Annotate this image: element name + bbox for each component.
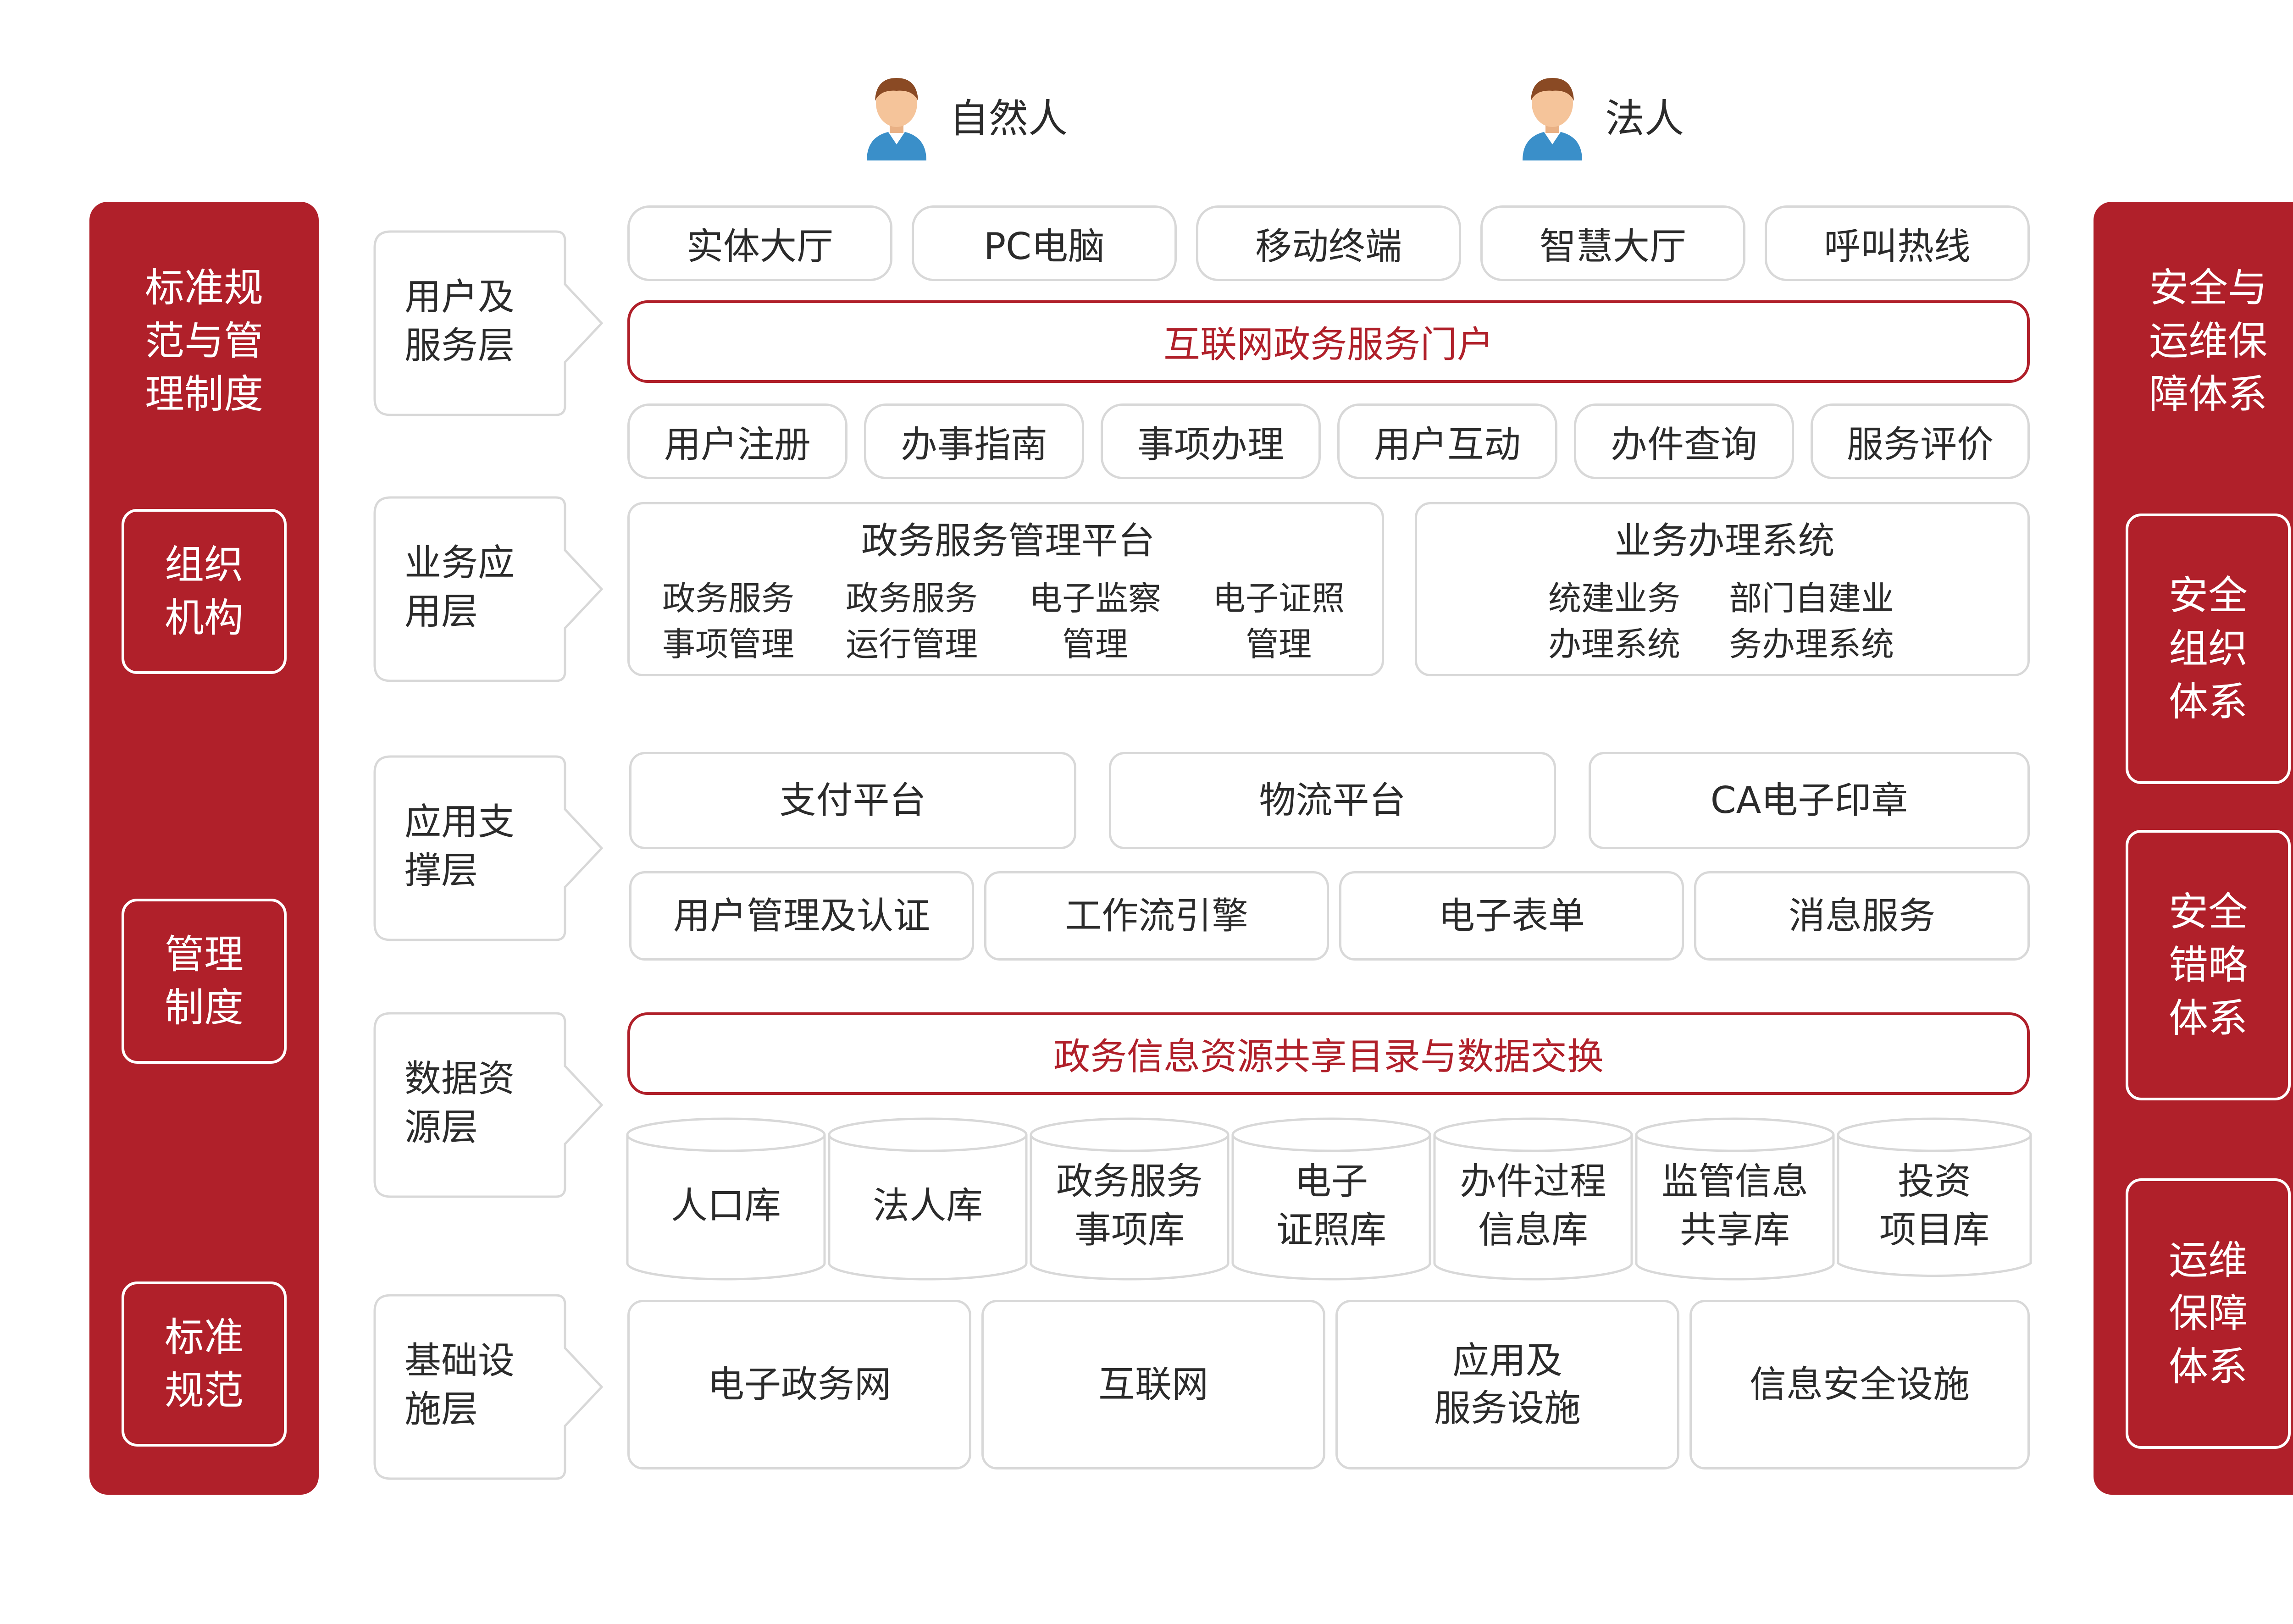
database-label: 电子 证照库 bbox=[1276, 1160, 1386, 1251]
channel-box: 移动终端 bbox=[1196, 205, 1461, 281]
support-box: 消息服务 bbox=[1694, 871, 2030, 961]
business-handling-system: 业务办理系统 统建业务 办理系统 部门自建业 务办理系统 bbox=[1415, 502, 2030, 676]
function-box: 办件查询 bbox=[1574, 403, 1794, 479]
system-item: 部门自建业 务办理系统 bbox=[1728, 579, 1894, 663]
infra-box: 互联网 bbox=[981, 1300, 1325, 1469]
channel-box: 呼叫热线 bbox=[1765, 205, 2030, 281]
layer-label-text: 用户及 服务层 bbox=[404, 276, 515, 367]
database-icon bbox=[828, 1135, 1028, 1281]
user-natural-person: 自然人 bbox=[862, 69, 1068, 160]
support-box: 用户管理及认证 bbox=[629, 871, 974, 961]
function-box: 服务评价 bbox=[1811, 403, 2030, 479]
database-cylinders bbox=[626, 1117, 2032, 1281]
layer-label-text: 业务应 用层 bbox=[404, 541, 515, 633]
support-box: 工作流引擎 bbox=[984, 871, 1329, 961]
layer-label-infrastructure: 基础设 施层 bbox=[372, 1293, 604, 1481]
database-icon bbox=[626, 1117, 826, 1152]
database-label: 人口库 bbox=[671, 1184, 781, 1227]
platform-title: 政务服务管理平台 bbox=[861, 519, 1155, 562]
database-label: 监管信息 共享库 bbox=[1662, 1160, 1808, 1251]
layer-label-text: 数据资 源层 bbox=[404, 1057, 515, 1149]
support-box: CA电子印章 bbox=[1589, 752, 2030, 849]
left-panel: 标准规 范与管 理制度 组织 机构 管理 制度 标准 规范 bbox=[89, 202, 319, 1495]
left-panel-item-standard: 标准 规范 bbox=[122, 1282, 287, 1447]
right-panel-item-security-org: 安全 组织 体系 bbox=[2126, 514, 2291, 784]
layer-label-business-app: 业务应 用层 bbox=[372, 495, 604, 683]
database-label: 政务服务 事项库 bbox=[1056, 1160, 1203, 1251]
database-icon bbox=[1030, 1135, 1230, 1281]
database-icon bbox=[828, 1117, 1028, 1152]
layer-label-app-support: 应用支 撑层 bbox=[372, 754, 604, 942]
person-icon bbox=[867, 78, 926, 160]
right-panel-title: 安全与 运维保 障体系 bbox=[2149, 265, 2267, 417]
database-label: 法人库 bbox=[873, 1184, 983, 1227]
layer-label-user-service: 用户及 服务层 bbox=[372, 229, 604, 417]
platform-item: 政务服务 事项管理 bbox=[662, 579, 794, 663]
database-icon bbox=[1635, 1117, 1835, 1152]
portal-box: 互联网政务服务门户 bbox=[627, 300, 2030, 383]
user-label-legal-person: 法人 bbox=[1605, 95, 1684, 142]
database-icon bbox=[626, 1135, 826, 1281]
database-icon bbox=[1030, 1117, 1230, 1152]
system-item: 统建业务 办理系统 bbox=[1548, 579, 1680, 663]
service-management-platform: 政务服务管理平台 政务服务 事项管理 政务服务 运行管理 电子监察 管理 电子证… bbox=[627, 502, 1384, 676]
platform-item: 政务服务 运行管理 bbox=[845, 579, 978, 663]
infra-box: 应用及 服务设施 bbox=[1335, 1300, 1679, 1469]
right-panel-item-security-strategy: 安全 错略 体系 bbox=[2126, 830, 2291, 1100]
left-panel-item-org: 组织 机构 bbox=[122, 509, 287, 674]
layer-label-text: 应用支 撑层 bbox=[404, 801, 515, 892]
channel-box: 实体大厅 bbox=[627, 205, 892, 281]
function-box: 办事指南 bbox=[864, 403, 1084, 479]
user-legal-person: 法人 bbox=[1518, 69, 1684, 160]
database-label: 办件过程 信息库 bbox=[1460, 1160, 1606, 1251]
function-box: 事项办理 bbox=[1101, 403, 1321, 479]
database-icon bbox=[1433, 1117, 1633, 1152]
left-panel-item-management: 管理 制度 bbox=[122, 899, 287, 1064]
database-icon bbox=[1433, 1135, 1633, 1281]
support-box: 物流平台 bbox=[1109, 752, 1556, 849]
infra-box: 信息安全设施 bbox=[1689, 1300, 2030, 1469]
database-icon bbox=[1837, 1135, 2032, 1277]
database-icon bbox=[1231, 1117, 1431, 1152]
user-label-natural-person: 自然人 bbox=[949, 95, 1068, 142]
data-exchange-box: 政务信息资源共享目录与数据交换 bbox=[627, 1012, 2030, 1095]
channel-box: PC电脑 bbox=[912, 205, 1177, 281]
support-box: 电子表单 bbox=[1339, 871, 1684, 961]
function-box: 用户注册 bbox=[627, 403, 847, 479]
database-label: 投资 项目库 bbox=[1879, 1160, 1989, 1251]
layer-label-text: 基础设 施层 bbox=[404, 1339, 515, 1431]
person-icon bbox=[1523, 78, 1582, 160]
system-title: 业务办理系统 bbox=[1614, 519, 1835, 562]
function-box: 用户互动 bbox=[1337, 403, 1557, 479]
left-panel-title: 标准规 范与管 理制度 bbox=[145, 265, 263, 417]
platform-item: 电子证照 管理 bbox=[1212, 579, 1345, 663]
right-panel: 安全与 运维保 障体系 安全 组织 体系 安全 错略 体系 运维 保障 体系 bbox=[2094, 202, 2293, 1495]
database-icon bbox=[1231, 1135, 1431, 1281]
channel-box: 智慧大厅 bbox=[1480, 205, 1745, 281]
layer-label-data-resource: 数据资 源层 bbox=[372, 1011, 604, 1199]
infra-box: 电子政务网 bbox=[627, 1300, 971, 1469]
right-panel-item-ops: 运维 保障 体系 bbox=[2126, 1178, 2291, 1449]
support-box: 支付平台 bbox=[629, 752, 1076, 849]
database-icon bbox=[1837, 1117, 2032, 1152]
database-icon bbox=[1635, 1135, 1835, 1281]
platform-item: 电子监察 管理 bbox=[1029, 579, 1161, 663]
